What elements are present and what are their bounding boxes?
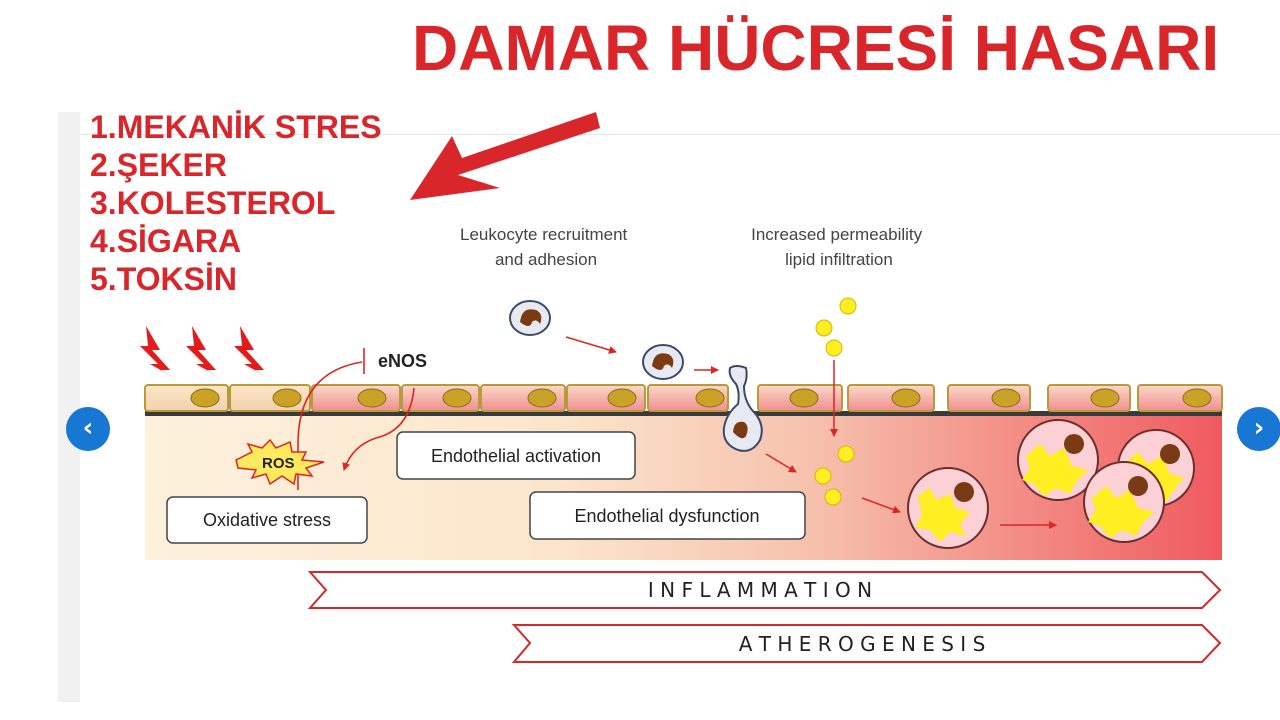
inflammation-label: I N F L A M M A T I O N [648, 578, 872, 602]
causes-list: 1.MEKANİK STRES 2.ŞEKER 3.KOLESTEROL 4.S… [90, 108, 382, 298]
cause-item: 3.KOLESTEROL [90, 185, 336, 221]
slide-gutter [58, 112, 80, 702]
leukocyte-cell [642, 344, 684, 380]
cause-item: 1.MEKANİK STRES [90, 109, 382, 145]
endothelial-activation-box: Endothelial activation [396, 431, 636, 480]
endothelial-cell-row [144, 384, 1223, 412]
prev-slide-button[interactable]: ‹ [66, 407, 110, 451]
page-title: DAMAR HÜCRESİ HASARI [412, 12, 1220, 84]
oxidative-stress-box: Oxidative stress [166, 496, 368, 544]
endothelial-activation-label: Endothelial activation [431, 446, 601, 466]
cause-item: 2.ŞEKER [90, 147, 227, 183]
endothelial-dysfunction-box: Endothelial dysfunction [529, 491, 806, 540]
foam-cell [1083, 461, 1165, 543]
migration-arrow [565, 336, 617, 354]
endothelial-cell [1047, 384, 1131, 412]
endothelial-cell [947, 384, 1031, 412]
chevron-left-icon: ‹ [82, 412, 94, 443]
endothelial-cell [480, 384, 566, 412]
endothelial-cell [757, 384, 843, 412]
pointer-arrow-icon [410, 112, 600, 200]
endothelial-cell [847, 384, 935, 412]
foam-cell [1017, 419, 1099, 501]
migration-arrow [765, 453, 797, 473]
endothelial-cell [401, 384, 480, 412]
enos-label: eNOS [378, 351, 427, 371]
endothelial-cell [311, 384, 401, 412]
leukocyte-cell [509, 300, 551, 336]
ros-label: ROS [262, 455, 295, 472]
cause-item: 5.TOKSİN [90, 261, 237, 297]
atherogenesis-arrow: A T H E R O G E N E S I S [511, 624, 1222, 663]
lipid-particles [814, 297, 857, 506]
lightning-bolt-icon [234, 326, 272, 380]
lightning-bolt-icon [186, 326, 224, 380]
transmigrating-leukocyte [722, 365, 763, 452]
permeability-label: Increased permeability lipid infiltratio… [751, 225, 927, 269]
slide-divider [80, 134, 1280, 135]
lipid-arrow [861, 497, 901, 514]
endothelial-cell [1137, 384, 1223, 412]
lightning-bolt-icon [140, 326, 178, 380]
leukocyte-label: Leukocyte recruitment and adhesion [460, 225, 632, 269]
inflammation-arrow: I N F L A M M A T I O N [307, 571, 1222, 609]
endothelial-cell [566, 384, 646, 412]
foam-cell [907, 467, 989, 549]
endothelial-cell [647, 384, 729, 412]
ros-burst-icon [235, 438, 325, 486]
basement-membrane [145, 411, 1222, 416]
endothelial-cell [144, 384, 229, 412]
oxidative-stress-label: Oxidative stress [203, 510, 331, 530]
next-slide-button[interactable]: › [1237, 407, 1280, 451]
endothelial-dysfunction-label: Endothelial dysfunction [574, 506, 759, 526]
chevron-right-icon: › [1253, 412, 1265, 443]
endothelial-cell [229, 384, 311, 412]
atherogenesis-label: A T H E R O G E N E S I S [739, 632, 986, 656]
enos-inhibition-line [297, 348, 415, 490]
cause-item: 4.SİGARA [90, 223, 242, 259]
